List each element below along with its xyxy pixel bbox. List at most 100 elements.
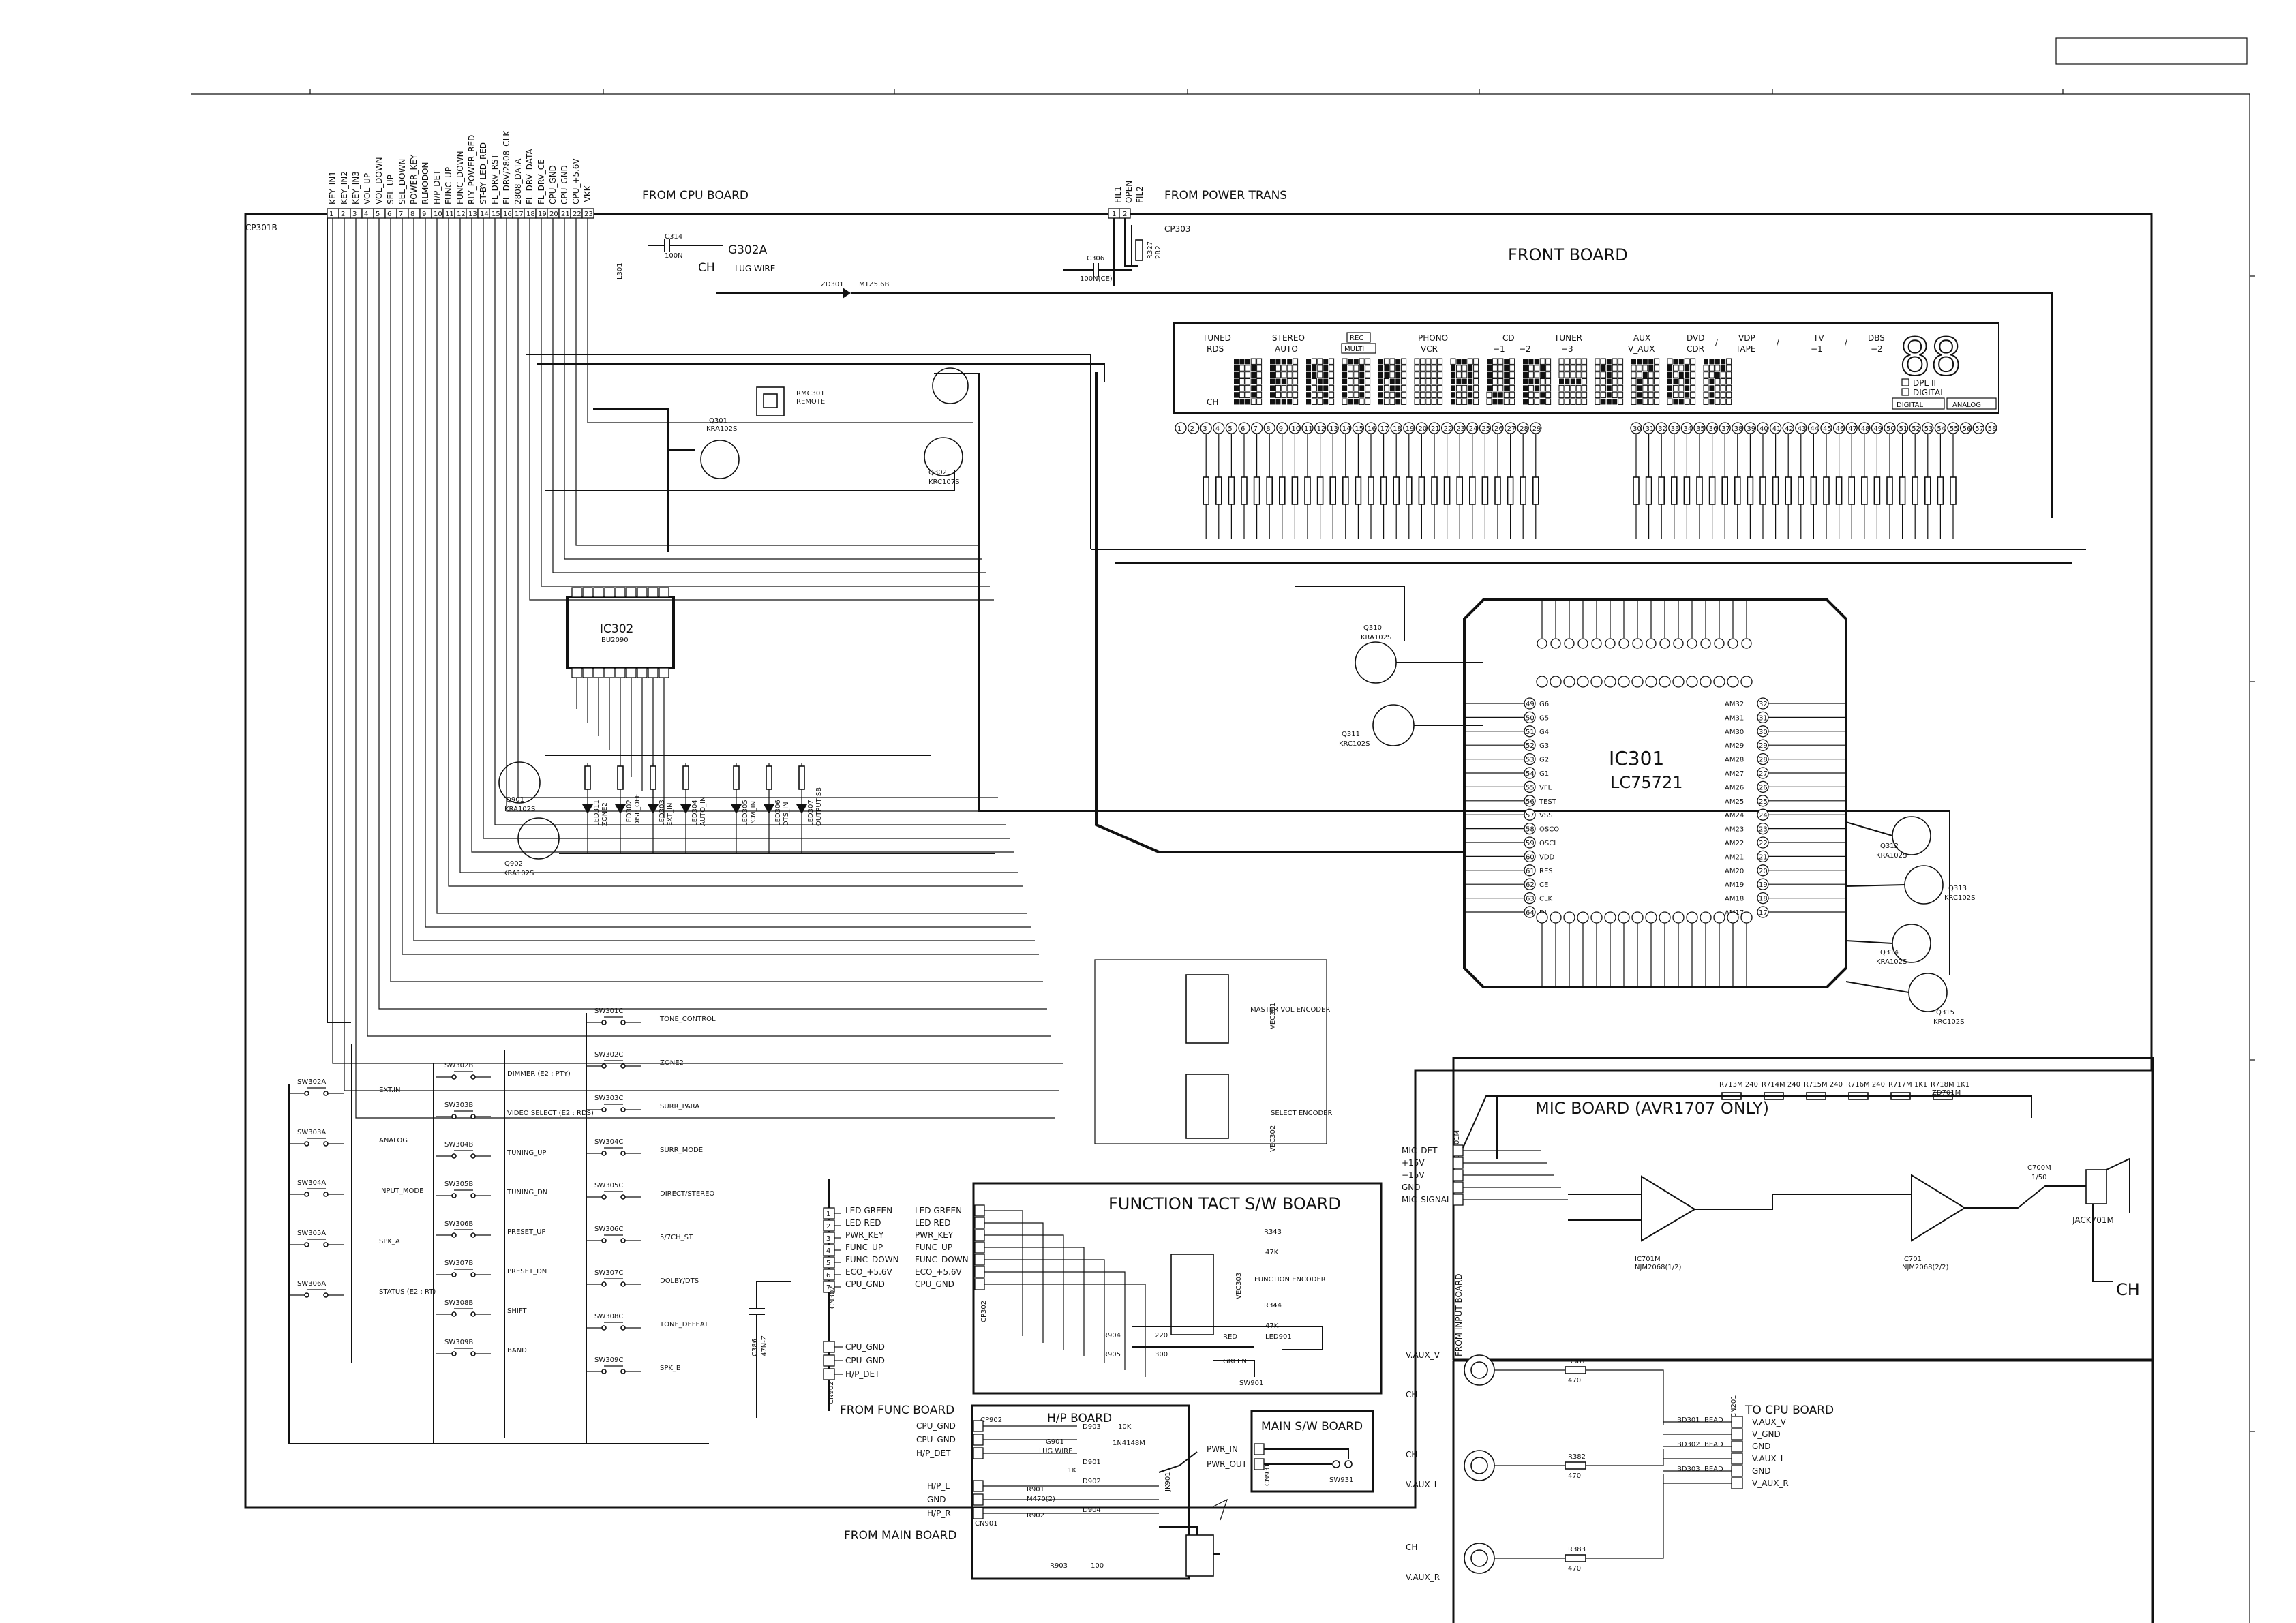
d904-label: D904 [1083, 1506, 1101, 1514]
function-right-signal: CPU_GND [915, 1279, 954, 1289]
ic301-pin-label: AM21 [1725, 853, 1744, 861]
switch-label: DIRECT/STEREO [660, 1190, 714, 1198]
vfd-char-cell [1414, 358, 1443, 405]
vfd-tuner: TUNER [1554, 333, 1582, 343]
function-right-signal: LED RED [915, 1218, 950, 1228]
vaux-bead-ref: BD301 [1677, 1416, 1700, 1424]
r903-value: 100 [1091, 1562, 1104, 1570]
d901-label: D901 [1083, 1459, 1101, 1466]
cpu-signal-label: CPU_GND [548, 165, 558, 204]
power-signal-fil2: FIL2 [1135, 186, 1145, 203]
mic-signal: GND [1402, 1183, 1421, 1192]
vfd-pin-number: 57 [1975, 425, 1984, 433]
ic301-pin-label: G2 [1539, 757, 1549, 764]
ic301-pin-label: AM18 [1725, 896, 1744, 903]
vfd-pin [1959, 422, 1972, 434]
cpu-pin-number: 16 [503, 211, 512, 218]
ic301-pin-label: VDD [1539, 853, 1555, 861]
mic-signal: −15V [1402, 1170, 1425, 1180]
q315-part: KRC102S [1933, 1018, 1964, 1026]
switch-ref: SW303A [297, 1129, 326, 1136]
vfd-display-text: DENON AVR-1707 [1227, 405, 1288, 412]
vfd-pin-number: 56 [1963, 425, 1972, 433]
switch-ref: SW305A [297, 1230, 326, 1237]
sw901-label: SW901 [1239, 1380, 1263, 1387]
switch-label: SHIFT [507, 1307, 527, 1315]
hp-main-signal: H/P_R [927, 1508, 951, 1518]
ic301-pin-label: G3 [1539, 742, 1549, 750]
c700m-label: C700M [2027, 1164, 2051, 1172]
ic701a-part: NJM2068(1/2) [1635, 1264, 1682, 1271]
cpu-bus-wire [483, 218, 1010, 839]
cn302-pin-number: 6 [826, 1272, 830, 1279]
switch-ref: SW306A [297, 1280, 326, 1288]
cpu-bus-wire [529, 218, 994, 601]
vfd-vcr: VCR [1421, 344, 1438, 354]
func-board-link-title: FROM FUNC BOARD [840, 1404, 954, 1417]
ic301-pin-label: AM29 [1725, 742, 1744, 750]
ic301-pin-number: 27 [1759, 770, 1768, 778]
vfd-pin-number: 54 [1937, 425, 1946, 433]
function-right-signal: FUNC_DOWN [915, 1255, 969, 1264]
q301-transistor [700, 440, 740, 479]
q310-part: KRA102S [1361, 634, 1391, 641]
cn302-pin-number: 1 [826, 1211, 830, 1218]
vfd-char-cell [1486, 358, 1515, 405]
ic301-pin-number: 60 [1526, 853, 1535, 861]
cpu-signal-label: FL_DRV_CE [537, 159, 546, 204]
cpu-connector-pins: 1KEY_IN12KEY_IN23KEY_IN34VOL_UP5VOL_DOWN… [327, 130, 594, 219]
vaux-jack-label: V.AUX_R [1406, 1573, 1440, 1582]
vfd-char-cell [1306, 358, 1335, 405]
ic301-pin-number: 62 [1526, 881, 1535, 889]
vfd-pin-number: 19 [1406, 425, 1415, 433]
switch-label: BAND [507, 1347, 527, 1354]
switch-label: TUNING_DN [507, 1189, 547, 1196]
mic-resistor-label: R715M 240 [1804, 1081, 1843, 1089]
mic-resistor-label: R713M 240 [1719, 1081, 1758, 1089]
title-block [2055, 37, 2248, 65]
cpu-bus-wire [413, 218, 1035, 941]
switch-label: TONE_DEFEAT [659, 1321, 709, 1329]
vfd-pin-number: 25 [1481, 425, 1490, 433]
led-green-label: GREEN [1223, 1358, 1247, 1365]
ic301-pin-label: G4 [1539, 729, 1549, 736]
vfd-pin-number: 27 [1507, 425, 1516, 433]
ic301-pin-label: VFL [1539, 784, 1552, 791]
q321-transistor [932, 367, 969, 404]
vaux-signal: GND [1752, 1442, 1771, 1451]
vfd-pin-number: 48 [1861, 425, 1870, 433]
cpu-pin-number: 5 [376, 211, 380, 218]
function-encoder-label: FUNCTION ENCODER [1254, 1276, 1326, 1284]
switch-label: TUNING_UP [507, 1149, 546, 1157]
cpu-bus-wire [327, 218, 351, 1023]
vaux-bead-label: BEAD [1704, 1466, 1723, 1473]
mic-jack [2085, 1169, 2107, 1204]
function-left-signal: LED GREEN [845, 1206, 892, 1215]
vfd-pin-number: 58 [1988, 425, 1997, 433]
ic301-pin-label: RES [1539, 868, 1553, 875]
function-right-signal: ECO_+5.6V [915, 1267, 963, 1277]
vfd-multi: MULTI [1344, 346, 1364, 353]
vfd-pin-number: 30 [1633, 425, 1642, 433]
led-ref: LED311 [593, 800, 601, 826]
ic301-pin-number: 19 [1759, 881, 1768, 889]
jk901-label: JK901 [1164, 1472, 1172, 1492]
q302-label: Q302 [928, 469, 947, 476]
svg-text:1: 1 [1112, 211, 1116, 218]
switch-ref: SW309C [594, 1356, 623, 1364]
vaux-resistor-value: 470 [1568, 1565, 1581, 1573]
power-heading: FROM POWER TRANS [1164, 189, 1287, 202]
ic301-pin-label: TEST [1539, 798, 1557, 806]
vfd-slash-3: / [1845, 337, 1848, 347]
vec303-label: VEC303 [1235, 1273, 1243, 1299]
